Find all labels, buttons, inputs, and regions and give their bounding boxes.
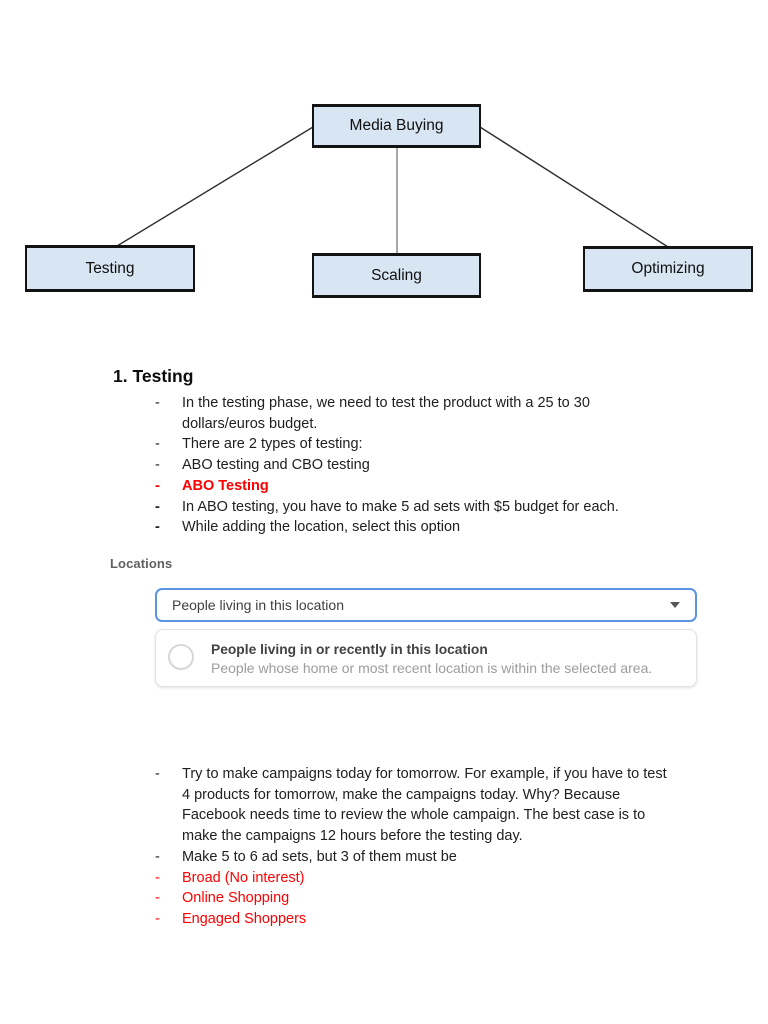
list-item-highlight: - Broad (No interest) [155, 868, 672, 889]
node-label: Scaling [371, 266, 422, 284]
bullet-text: In the testing phase, we need to test th… [182, 395, 590, 432]
bullet-dash: - [155, 869, 160, 886]
bullet-dash: - [155, 848, 160, 865]
list-item-highlight: - Online Shopping [155, 888, 672, 909]
dropdown-option-description: People whose home or most recent locatio… [211, 660, 653, 676]
list-item: - In the testing phase, we need to test … [155, 393, 672, 434]
dropdown-option[interactable]: People living in or recently in this loc… [211, 641, 652, 686]
list-item-highlight: - Engaged Shoppers [155, 909, 672, 930]
list-item: - In ABO testing, you have to make 5 ad … [155, 497, 672, 518]
locations-dropdown[interactable]: People living in this location [155, 588, 697, 622]
node-label: Media Buying [349, 117, 444, 134]
bullet-dash: - [155, 890, 160, 907]
bullet-dash: - [155, 498, 160, 515]
bullet-text: Engaged Shoppers [182, 910, 307, 927]
list-item: - ABO testing and CBO testing [155, 455, 672, 476]
bullet-text: ABO testing and CBO testing [182, 457, 370, 474]
bullet-dash: - [155, 766, 160, 782]
dropdown-option-title: People living in or recently in this loc… [211, 642, 488, 657]
diagram-node-testing: Testing [25, 245, 195, 292]
bullet-text: Broad (No interest) [182, 869, 305, 886]
connector-optimizing [479, 126, 669, 248]
bullet-text: Try to make campaigns today for tomorrow… [182, 766, 667, 845]
diagram-node-scaling: Scaling [312, 253, 481, 298]
notes-bullet-list: - Try to make campaigns today for tomorr… [155, 764, 672, 930]
bullet-text: There are 2 types of testing: [182, 436, 363, 453]
bullet-text: In ABO testing, you have to make 5 ad se… [182, 498, 619, 515]
list-item: - Make 5 to 6 ad sets, but 3 of them mus… [155, 847, 672, 868]
radio-button-icon[interactable] [168, 644, 194, 670]
locations-dropdown-value: People living in this location [172, 597, 344, 613]
bullet-dash: - [155, 519, 160, 536]
bullet-dash: - [155, 477, 160, 494]
node-label: Optimizing [631, 260, 705, 277]
list-item: - Try to make campaigns today for tomorr… [155, 764, 672, 847]
section-heading-testing: 1. Testing [113, 366, 194, 386]
bullet-dash: - [155, 395, 160, 411]
connector-testing [116, 126, 314, 247]
bullet-text: While adding the location, select this o… [182, 519, 461, 536]
bullet-text: ABO Testing [182, 477, 269, 494]
list-item: - There are 2 types of testing: [155, 434, 672, 455]
bullet-text: Make 5 to 6 ad sets, but 3 of them must … [182, 848, 457, 865]
list-item: - While adding the location, select this… [155, 517, 672, 538]
locations-dropdown-panel: People living in or recently in this loc… [155, 629, 697, 687]
bullet-text: Online Shopping [182, 890, 290, 907]
diagram-node-media-buying: Media Buying [312, 104, 481, 148]
locations-field-label: Locations [110, 556, 173, 571]
node-label: Testing [85, 259, 135, 277]
bullet-dash: - [155, 910, 160, 927]
list-item-highlight: - ABO Testing [155, 476, 672, 497]
bullet-dash: - [155, 436, 160, 453]
testing-bullet-list: - In the testing phase, we need to test … [155, 393, 672, 538]
caret-down-icon [670, 602, 680, 608]
diagram-node-optimizing: Optimizing [583, 246, 753, 292]
bullet-dash: - [155, 457, 160, 474]
